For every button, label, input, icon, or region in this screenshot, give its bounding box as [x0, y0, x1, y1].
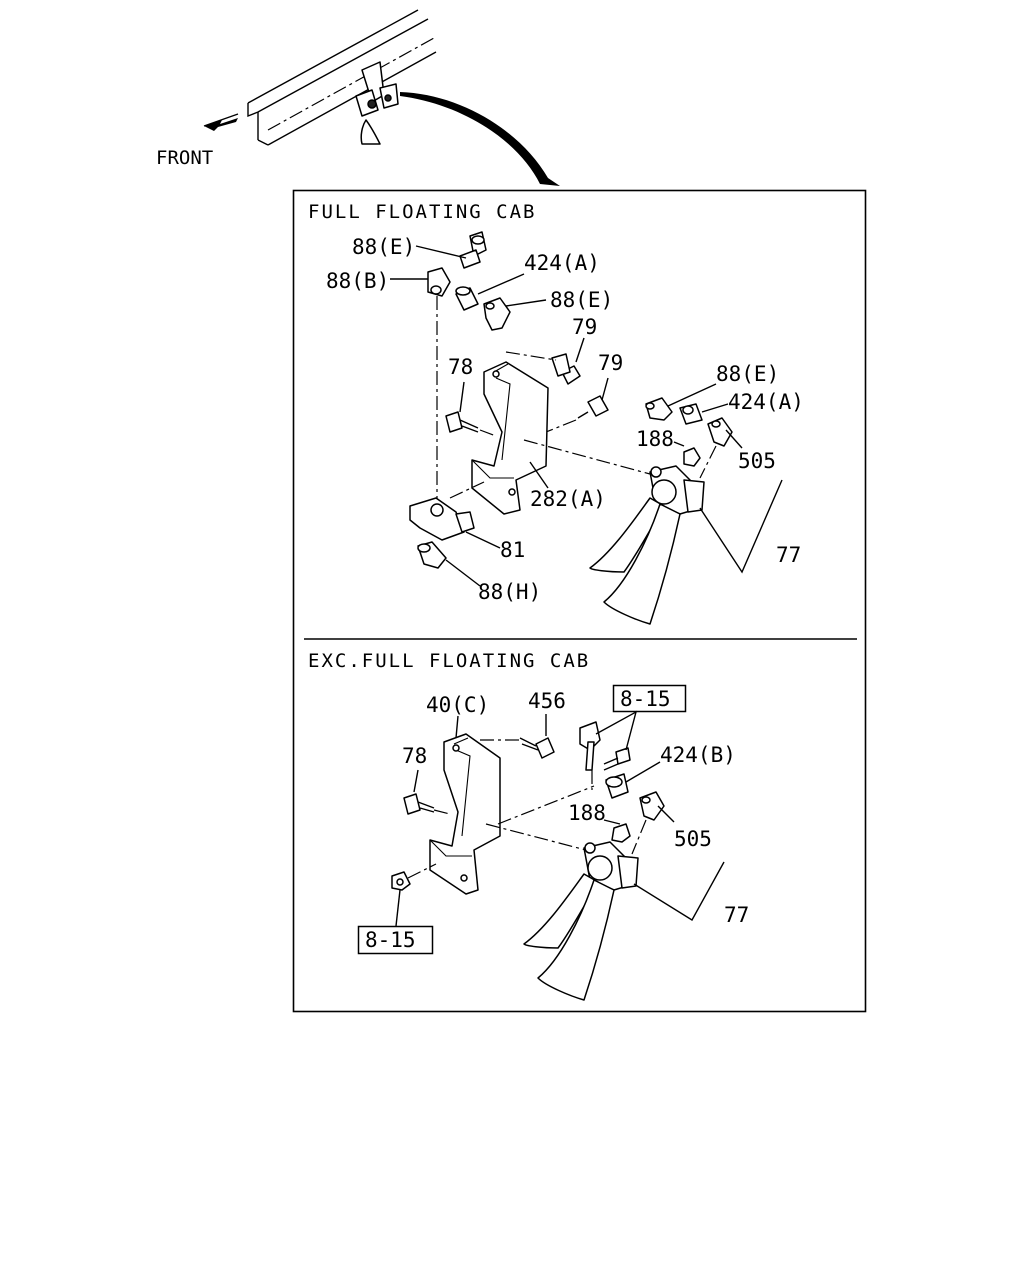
- nut-188-top: [683, 447, 701, 467]
- detail-frame: [292, 189, 867, 1013]
- connector-424a-right: [679, 403, 703, 425]
- horn-77-bottom: [523, 841, 639, 1001]
- label-88e-2: 88(E): [550, 288, 613, 312]
- fitting-88e-right: [645, 397, 673, 421]
- label-424a: 424(A): [524, 251, 600, 275]
- connector-424b: [605, 773, 629, 799]
- label-424b: 424(B): [660, 743, 736, 767]
- label-88e-3: 88(E): [716, 362, 779, 386]
- valve-81: [409, 497, 475, 541]
- fitting-505-top: [707, 417, 733, 447]
- label-505: 505: [674, 827, 712, 851]
- label-188: 188: [636, 427, 674, 451]
- fitting-88h: [417, 541, 447, 569]
- clip-part: [579, 721, 631, 771]
- panel-full-floating-cab: FULL FLOATING CAB 88(E) 88(B) 424(A): [308, 201, 804, 625]
- label-282a: 282(A): [530, 487, 606, 511]
- horn-77-top: [589, 465, 705, 625]
- label-77: 77: [776, 543, 801, 567]
- label-505: 505: [738, 449, 776, 473]
- bolt-456: [519, 737, 555, 759]
- label-88e: 88(E): [352, 235, 415, 259]
- fitting-88b: [427, 267, 451, 297]
- bracket-40c: [429, 733, 501, 895]
- fitting-505-bottom: [639, 791, 665, 821]
- label-424a-2: 424(A): [728, 390, 804, 414]
- fitting-88e-top: [459, 231, 487, 269]
- nut-lower: [391, 871, 411, 891]
- panel-title: EXC.FULL FLOATING CAB: [308, 650, 590, 672]
- front-label: FRONT: [156, 147, 213, 169]
- label-79: 79: [572, 315, 597, 339]
- ref-box-8-15[interactable]: [612, 684, 687, 713]
- ref-8-15-label-lower: 8-15: [365, 928, 416, 952]
- bolt-78: [445, 411, 479, 433]
- label-40c: 40(C): [426, 693, 489, 717]
- bolt-79-lower: [577, 395, 609, 419]
- label-88b: 88(B): [326, 269, 389, 293]
- label-79-2: 79: [598, 351, 623, 375]
- nut-188-bottom: [611, 823, 631, 843]
- label-456: 456: [528, 689, 566, 713]
- label-188: 188: [568, 801, 606, 825]
- bolt-79-upper: [551, 353, 581, 385]
- panel-title: FULL FLOATING CAB: [308, 201, 536, 223]
- ref-8-15-label: 8-15: [620, 687, 671, 711]
- overview-illustration: FRONT: [156, 9, 560, 186]
- label-77: 77: [724, 903, 749, 927]
- bolt-78: [403, 793, 435, 815]
- bracket-282a: [471, 361, 549, 515]
- connector-424a-top: [455, 286, 479, 311]
- ref-box-8-15-lower[interactable]: [357, 925, 434, 955]
- fitting-88e-elbow: [483, 297, 511, 331]
- label-81: 81: [500, 538, 525, 562]
- label-78: 78: [402, 744, 427, 768]
- panel-exc-full-floating-cab: EXC.FULL FLOATING CAB 40(C) 456 8-15: [308, 650, 749, 1001]
- label-88h: 88(H): [478, 580, 541, 604]
- label-78: 78: [448, 355, 473, 379]
